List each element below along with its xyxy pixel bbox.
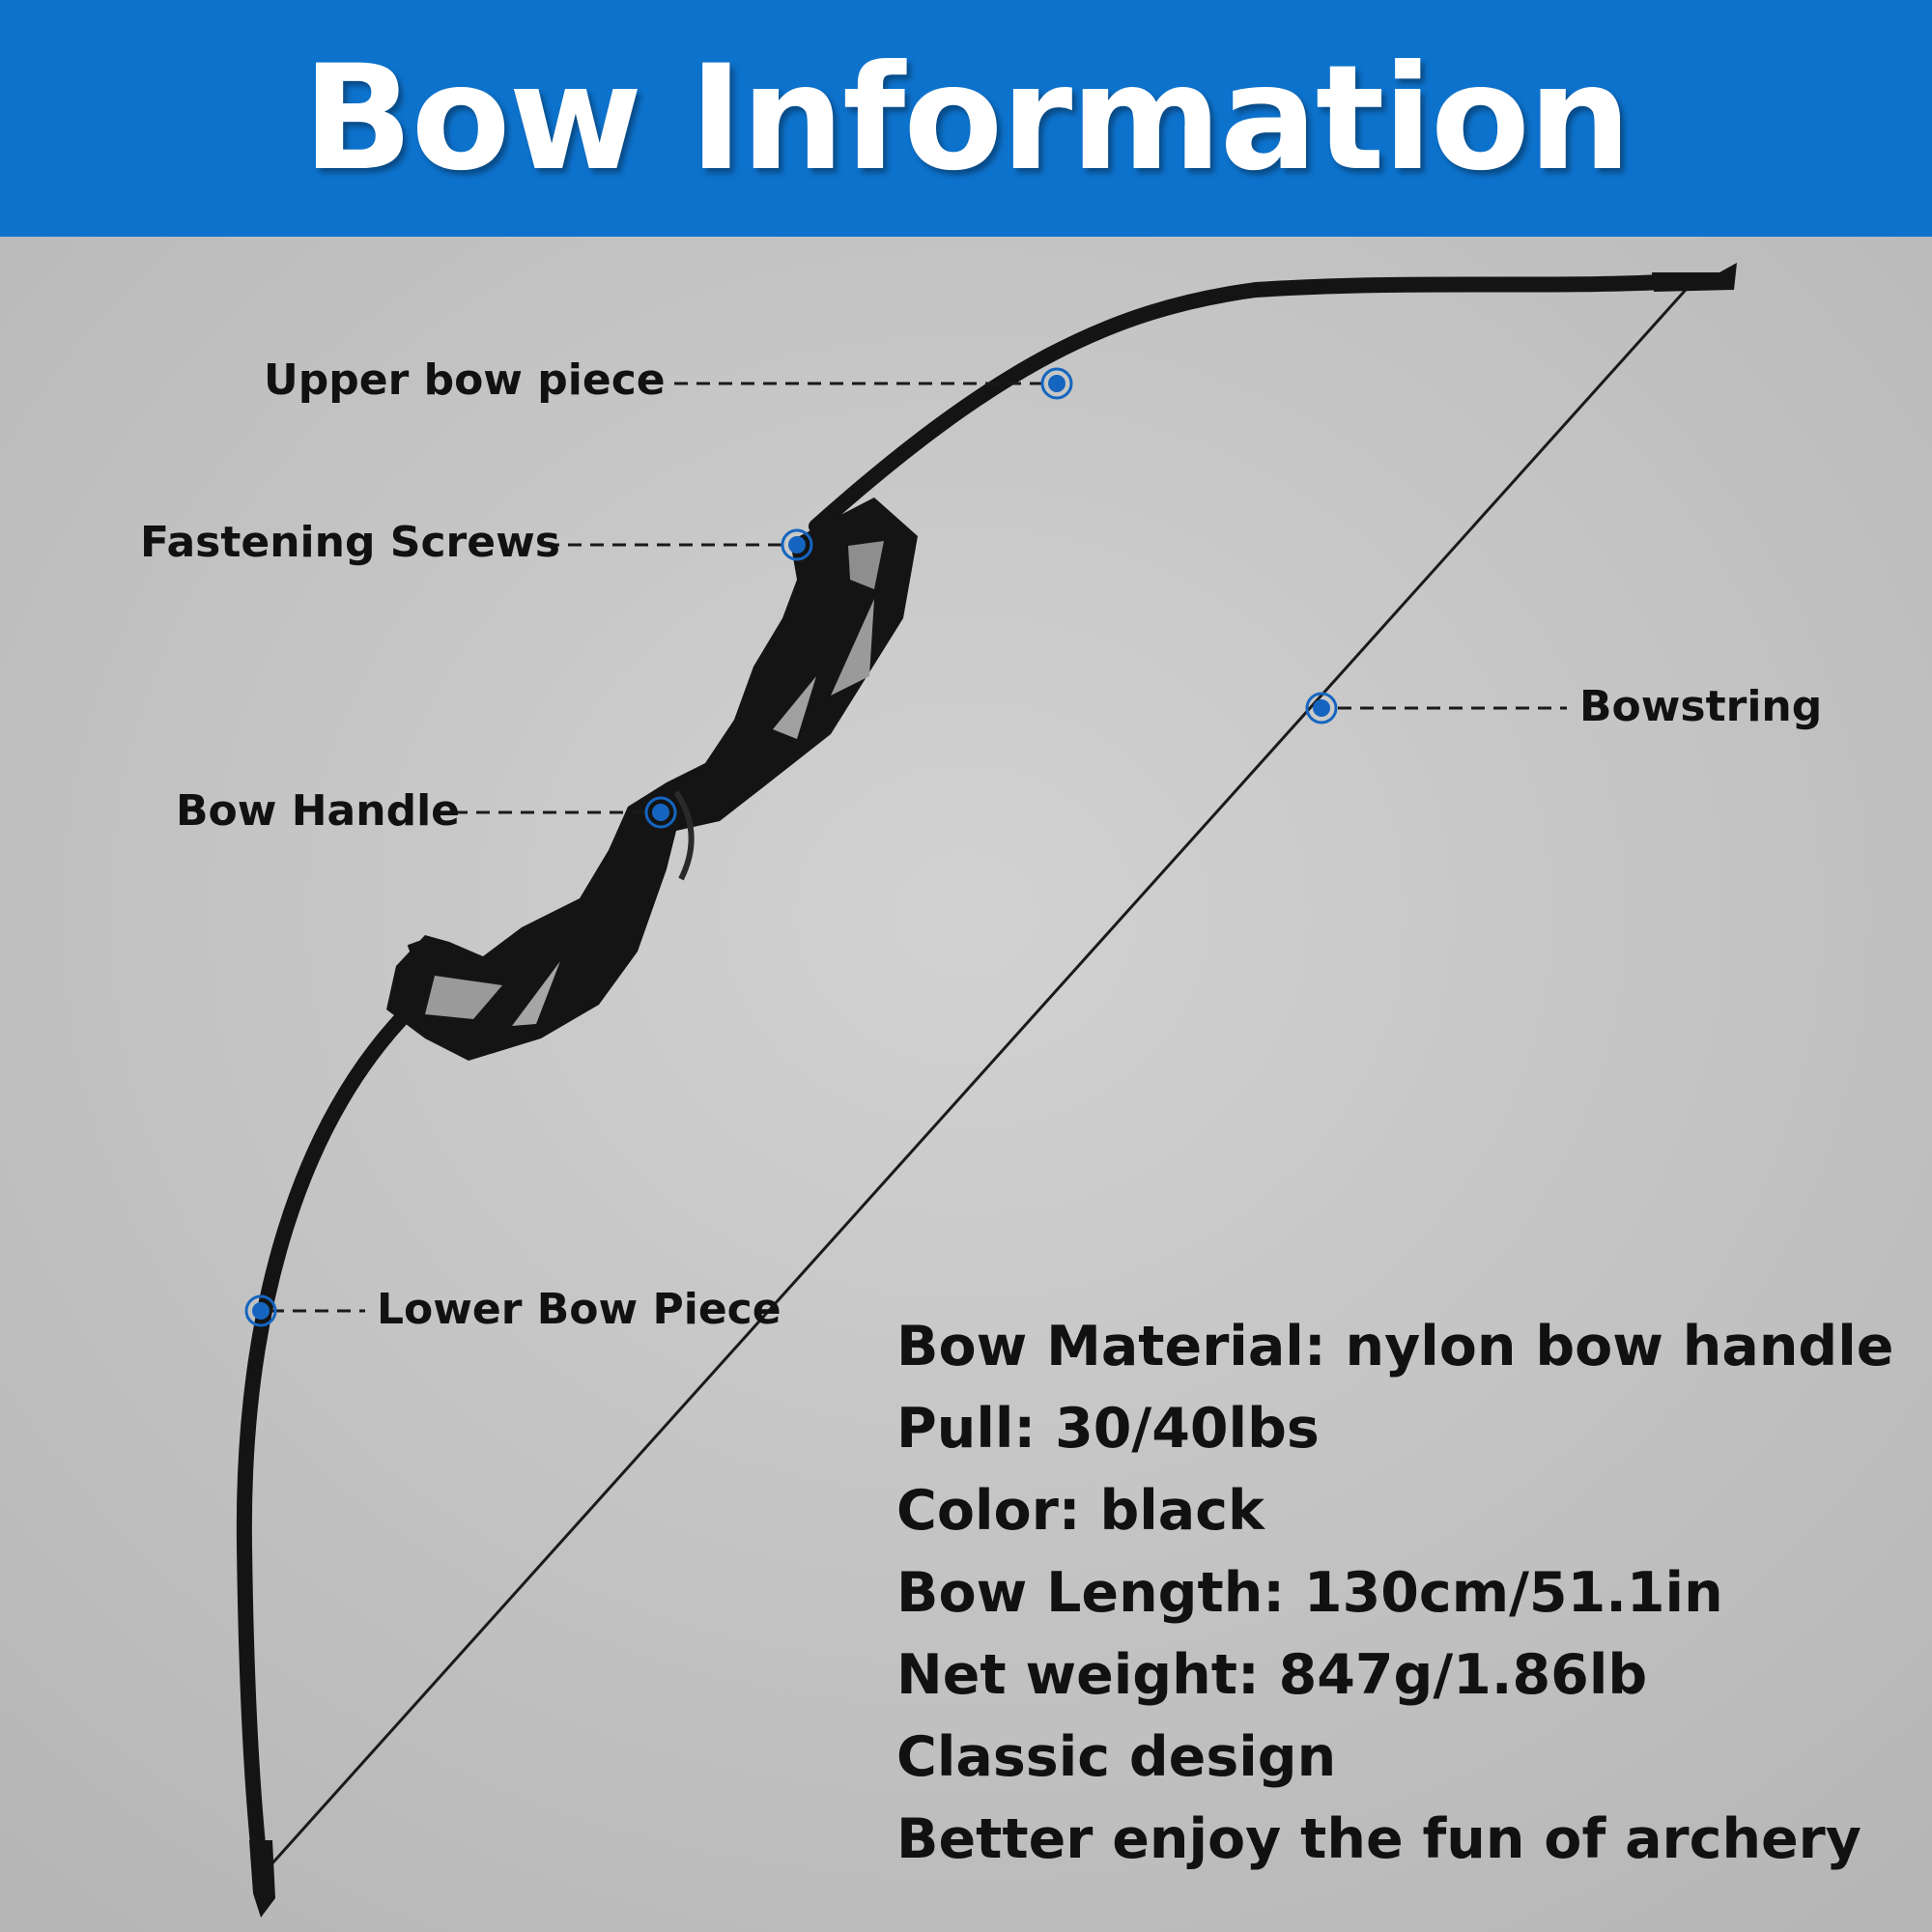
marker-lower-bow-piece: [244, 1294, 277, 1327]
marker-upper-bow-piece: [1040, 367, 1073, 400]
marker-bowstring: [1305, 692, 1338, 724]
spec-pull: Pull: 30/40lbs: [896, 1397, 1320, 1461]
label-upper-bow-piece: Upper bow piece: [264, 355, 666, 405]
riser-cutout: [425, 976, 502, 1019]
spec-list: Bow Material: nylon bow handle Pull: 30/…: [896, 1306, 1893, 1881]
bow-grip: [673, 790, 695, 881]
upper-limb: [809, 274, 1669, 534]
label-bow-handle: Bow Handle: [176, 786, 460, 836]
marker-bow-handle: [644, 796, 677, 829]
spec-color: Color: black: [896, 1479, 1264, 1543]
riser-stud: [407, 939, 430, 966]
spec-classic-design: Classic design: [896, 1725, 1337, 1789]
spec-enjoy-archery: Better enjoy the fun of archery: [896, 1807, 1861, 1871]
upper-limb-tip: [1652, 263, 1737, 292]
marker-fastening-screws: [781, 528, 813, 561]
riser-cutout: [512, 961, 560, 1026]
riser-cutout: [773, 676, 816, 739]
label-fastening-screws: Fastening Screws: [140, 518, 560, 567]
label-bowstring: Bowstring: [1579, 682, 1823, 731]
lower-limb: [236, 1011, 409, 1862]
bow-riser: [386, 497, 918, 1061]
lower-limb-tip: [249, 1840, 275, 1918]
spec-bow-material: Bow Material: nylon bow handle: [896, 1315, 1894, 1378]
riser-cutout: [831, 599, 874, 696]
concrete-texture: [0, 237, 1932, 1932]
page-title: Bow Information: [302, 34, 1632, 203]
title-banner: Bow Information: [0, 0, 1932, 237]
bowstring: [261, 288, 1688, 1876]
spec-net-weight: Net weight: 847g/1.86lb: [896, 1643, 1648, 1707]
spec-bow-length: Bow Length: 130cm/51.1in: [896, 1561, 1723, 1625]
riser-cutout: [848, 541, 884, 589]
label-lower-bow-piece: Lower Bow Piece: [377, 1285, 781, 1334]
